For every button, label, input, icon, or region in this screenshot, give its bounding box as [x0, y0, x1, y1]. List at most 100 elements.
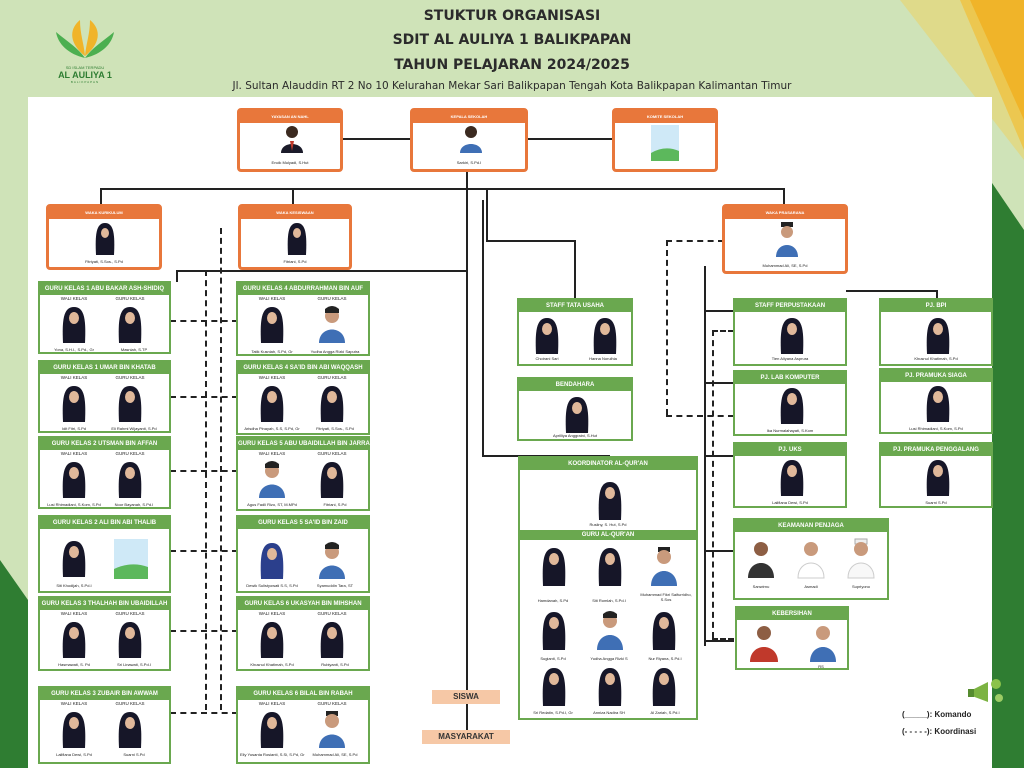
kepala-name: Sarkiri, S.Pd.I — [456, 160, 482, 165]
uks-title: PJ. UKS — [735, 444, 845, 456]
wali-label: WALI KELAS — [60, 296, 88, 301]
line — [704, 382, 734, 384]
person-icon — [320, 462, 344, 498]
wali-name: Lailfiana Dewi, S.Pd — [56, 752, 92, 757]
person-icon — [260, 386, 284, 422]
waka-kesiswaan-name: Fitriani, S.Pd — [283, 259, 307, 264]
uks-box: PJ. UKS Lailfiana Dewi, S.Pd — [733, 442, 847, 508]
lab-name: Ika Nurmalahayati, S.Kom — [766, 428, 814, 433]
wali-label: WALI KELAS — [60, 451, 88, 456]
wali-name: Elly Yusanta Rosianti, S.Si, S.Pd, Gr — [240, 752, 305, 757]
kepala-title: KEPALA SEKOLAH — [413, 111, 525, 123]
wali-name: Tatik Kusniah, S.Pd, Gr — [251, 349, 293, 354]
class-box: GURU KELAS 2 UTSMAN BIN AFFAN WALI KELAS… — [38, 436, 171, 509]
megaphone-icon — [968, 679, 1003, 702]
bpi-title: PJ. BPI — [881, 300, 991, 312]
waka-kurikulum-box: WAKA KURIKULUM Fitriyati, S.Sos., S.Pd — [46, 204, 162, 270]
bendahara-box: BENDAHARA Aprilliya Anggraini, S.Hut — [517, 377, 633, 441]
guru-quran-name: Anniza Nadira SH — [593, 710, 625, 715]
wali-label: WALI KELAS — [60, 611, 88, 616]
guru-label: GURU KELAS — [115, 701, 145, 706]
kebersihan-title: KEBERSIHAN — [737, 608, 847, 620]
person-icon — [260, 712, 284, 748]
line — [783, 188, 785, 206]
person-icon — [847, 538, 875, 579]
dashed-line — [170, 712, 238, 714]
komite-box: KOMITE SEKOLAH — [612, 108, 718, 172]
guru-name: Syamuddin Tara, ST — [316, 583, 354, 588]
waka-kurikulum-title: WAKA KURIKULUM — [49, 207, 159, 219]
siaga-name: Lusi Rhimadiani, S.Kom, S.Pd — [909, 426, 963, 431]
masyarakat-label: MASYARAKAT — [422, 730, 510, 744]
tata-usaha-box: STAFF TATA USAHA Choirani Sari Hanna Nor… — [517, 298, 633, 366]
keamanan-title: KEAMANAN PENJAGA — [735, 520, 887, 532]
line — [704, 310, 734, 312]
perpustakaan-name: Tien Aliyana Asprura — [771, 356, 809, 361]
lab-title: PJ. LAB KOMPUTER — [735, 372, 845, 384]
dashed-line — [170, 396, 238, 398]
class-box: GURU KELAS 1 ABU BAKAR ASH-SHIDIQ WALI K… — [38, 281, 171, 354]
guru-name: Yudha Angga Rizki Saputra — [310, 349, 360, 354]
person-icon — [542, 668, 566, 706]
class-title: GURU KELAS 1 ABU BAKAR ASH-SHIDIQ — [40, 283, 169, 295]
page-title-3: TAHUN PELAJARAN 2024/2025 — [394, 57, 630, 73]
line — [528, 138, 612, 140]
person-icon — [259, 461, 285, 498]
person-icon — [926, 386, 950, 422]
class-title: GURU KELAS 6 BILAL BIN RABAH — [238, 688, 368, 700]
guru-name: Fitriyati, S.Sos., S.Pd — [316, 426, 354, 431]
kebersihan-box: KEBERSIHAN RS — [735, 606, 849, 670]
line — [704, 550, 734, 552]
guru-name: Rubiyanti, S.Pd — [321, 662, 349, 667]
class-title: GURU KELAS 5 ABU UBAIDILLAH BIN JARRAH — [238, 438, 374, 450]
line — [100, 188, 102, 206]
class-box: GURU KELAS 6 BILAL BIN RABAH WALI KELAS … — [236, 686, 370, 764]
line — [176, 270, 178, 282]
person-icon — [260, 543, 284, 579]
class-title: GURU KELAS 5 SA'ID BIN ZAID — [238, 517, 368, 529]
line — [574, 240, 576, 298]
person-icon — [780, 318, 804, 354]
line — [486, 240, 574, 242]
dashed-line — [170, 470, 238, 472]
class-box: GURU KELAS 2 ALI BIN ABI THALIB Siti Kho… — [38, 515, 171, 593]
guru-name: Suarni S.Pd — [123, 752, 145, 757]
bpi-name: Khusnul Khatimah, S.Pd — [914, 356, 958, 361]
line — [342, 138, 410, 140]
bendahara-name: Aprilliya Anggraini, S.Hut — [552, 433, 598, 438]
class-box: GURU KELAS 5 ABU UBAIDILLAH BIN JARRAH W… — [236, 436, 374, 511]
person-icon — [62, 622, 86, 658]
person-icon — [118, 386, 142, 422]
guru-name: Fitriani, S.Pd — [323, 502, 347, 507]
wali-label: WALI KELAS — [60, 701, 88, 706]
guru-quran-name: Nur Riyana, S.Pd.I — [648, 656, 682, 661]
yayasan-name: Encik Mulyadi, S.Hut — [271, 160, 309, 165]
line — [936, 290, 938, 300]
guru-label: GURU KELAS — [317, 611, 347, 616]
dashed-line — [220, 228, 222, 710]
guru-quran-name: Al Zariah, S.Pd.I — [650, 710, 680, 715]
line — [486, 188, 488, 240]
person-icon — [748, 542, 774, 578]
person-icon — [780, 460, 804, 496]
dashed-line — [712, 638, 734, 640]
class-title: GURU KELAS 2 ALI BIN ABI THALIB — [40, 517, 169, 529]
wali-label: WALI KELAS — [258, 611, 286, 616]
keamanan-name: Supriyono — [851, 584, 870, 589]
class-box: GURU KELAS 5 SA'ID BIN ZAID Dewik Sulist… — [236, 515, 370, 593]
dashed-line — [666, 240, 668, 415]
class-title: GURU KELAS 6 UKASYAH BIN MIHSHAN — [238, 598, 368, 610]
waka-kurikulum-name: Fitriyati, S.Sos., S.Pd — [85, 259, 123, 264]
keamanan-name: Asmadi — [804, 584, 818, 589]
penggalang-box: PJ. PRAMUKA PENGGALANG Suarni S.Pd — [879, 442, 993, 508]
penggalang-title: PJ. PRAMUKA PENGGALANG — [881, 444, 991, 456]
person-icon — [118, 712, 142, 748]
dashed-line — [666, 240, 724, 242]
wali-name: Khusnul Khatimah, S.Pd — [250, 662, 294, 667]
person-icon — [535, 318, 559, 354]
legend-komando: (_____): Komando — [902, 710, 972, 719]
person-icon — [319, 542, 345, 579]
koordinator-title: KOORDINATOR AL-QUR'AN — [520, 458, 696, 470]
line — [466, 168, 468, 690]
person-icon — [62, 541, 86, 577]
